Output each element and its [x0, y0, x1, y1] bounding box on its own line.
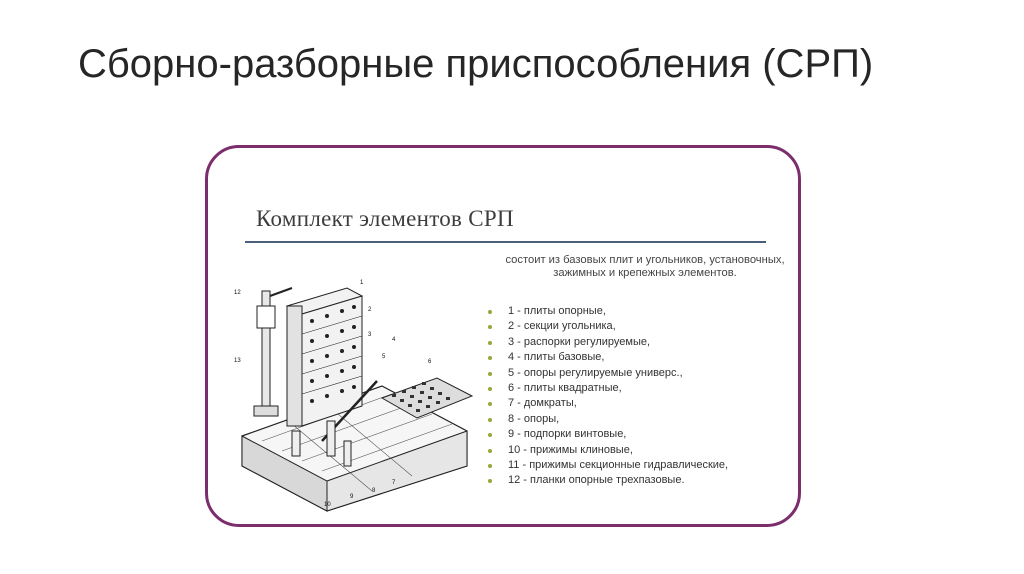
- list-item-text: 8 - опоры,: [508, 412, 560, 425]
- list-item: 3 - распорки регулируемые,: [486, 335, 728, 350]
- bullet-icon: [488, 371, 492, 376]
- list-item: 1 - плиты опорные,: [486, 304, 728, 319]
- callout: 10: [324, 502, 331, 508]
- list-item: 6 - плиты квадратные,: [486, 381, 728, 396]
- bullet-icon: [488, 479, 492, 484]
- list-item-text: 3 - распорки регулируемые,: [508, 335, 651, 348]
- heading-divider: [245, 241, 766, 243]
- bullet-icon: [488, 340, 492, 345]
- callout: 7: [392, 480, 396, 486]
- bullet-icon: [488, 402, 492, 407]
- list-item-text: 2 - секции угольника,: [508, 320, 616, 333]
- bullet-icon: [488, 356, 492, 361]
- list-item-text: 4 - плиты базовые,: [508, 351, 605, 364]
- list-item: 7 - домкраты,: [486, 396, 728, 411]
- bullet-icon: [488, 433, 492, 438]
- bullet-icon: [488, 325, 492, 330]
- callout: 6: [428, 359, 432, 365]
- callout: 3: [368, 332, 372, 338]
- bullet-icon: [488, 310, 492, 314]
- callout: 1: [360, 280, 364, 286]
- callout: 12: [234, 290, 241, 296]
- fixture-illustration: 12 1 2 3 13 4 5 6 10 9 8 7: [234, 280, 474, 512]
- intro-text: состоит из базовых плит и угольников, ус…: [505, 254, 785, 279]
- list-item: 12 - планки опорные трехпазовые.: [486, 473, 728, 488]
- list-item: 8 - опоры,: [486, 412, 728, 427]
- callout: 5: [382, 354, 386, 360]
- callout: 2: [368, 307, 372, 313]
- list-item-text: 11 - прижимы секционные гидравлические,: [508, 459, 729, 472]
- bullet-icon: [488, 387, 492, 392]
- content-card: Комплект элементов СРП: [205, 145, 801, 527]
- elements-list: 1 - плиты опорные, 2 - секции угольника,…: [486, 304, 728, 489]
- callout: 9: [350, 494, 354, 500]
- card-heading: Комплект элементов СРП: [256, 206, 514, 231]
- bullet-icon: [488, 448, 492, 453]
- list-item: 2 - секции угольника,: [486, 319, 728, 334]
- bullet-icon: [488, 417, 492, 422]
- callout: 8: [372, 488, 376, 494]
- callout: 4: [392, 337, 396, 343]
- list-item: 4 - плиты базовые,: [486, 350, 728, 365]
- list-item: 5 - опоры регулируемые универс.,: [486, 366, 728, 381]
- list-item-text: 7 - домкраты,: [508, 397, 577, 410]
- list-item-text: 12 - планки опорные трехпазовые.: [508, 474, 685, 487]
- list-item-text: 1 - плиты опорные,: [508, 305, 606, 317]
- bullet-icon: [488, 464, 492, 469]
- list-item-text: 9 - подпорки винтовые,: [508, 428, 627, 441]
- figure-callouts: 12 1 2 3 13 4 5 6 10 9 8 7: [234, 280, 432, 508]
- list-item: 9 - подпорки винтовые,: [486, 427, 728, 442]
- list-item-text: 10 - прижимы клиновые,: [508, 443, 633, 456]
- list-item: 10 - прижимы клиновые,: [486, 443, 728, 458]
- list-item: 11 - прижимы секционные гидравлические,: [486, 458, 728, 473]
- slide-title: Сборно-разборные приспособления (СРП): [78, 42, 874, 86]
- list-item-text: 5 - опоры регулируемые универс.,: [508, 366, 683, 379]
- list-item-text: 6 - плиты квадратные,: [508, 382, 622, 395]
- callout: 13: [234, 358, 241, 364]
